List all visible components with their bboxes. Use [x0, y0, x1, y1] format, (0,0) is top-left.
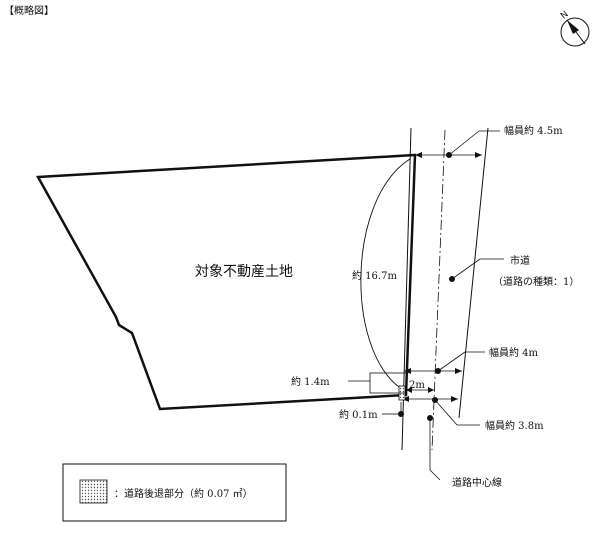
road-center-line-label: 道路中心線 [452, 476, 502, 489]
road-type-label: （道路の種類：1） [493, 275, 579, 288]
road-width-top-label: 幅員約 4.5m [504, 124, 563, 137]
road-name-label: 市道 [510, 254, 530, 267]
property-label: 対象不動産土地 [195, 264, 293, 280]
setback-distance-label: 2m [409, 380, 425, 391]
road-center-line [431, 129, 446, 451]
setback-depth-label: 約 0.1m [339, 408, 378, 421]
north-label: N [559, 10, 571, 22]
road-width-bottom-label: 幅員約 3.8m [485, 419, 544, 432]
legend-label: ：道路後退部分（約 0.07 ㎡） [114, 487, 253, 500]
diagram-title: 【概略図】 [4, 4, 54, 17]
road-width-mid-label: 幅員約 4m [489, 346, 539, 359]
setback-width-label: 約 1.4m [291, 375, 330, 388]
north-arrow-icon: N [559, 10, 590, 47]
property-parcel [35, 153, 417, 411]
setback-width-box [369, 372, 407, 394]
road-boundary-east [458, 127, 489, 419]
legend-box [62, 463, 287, 522]
frontage-label: 約 16.7m [352, 269, 397, 282]
legend-swatch [79, 479, 108, 504]
frontage-dimension-arc [360, 158, 411, 393]
